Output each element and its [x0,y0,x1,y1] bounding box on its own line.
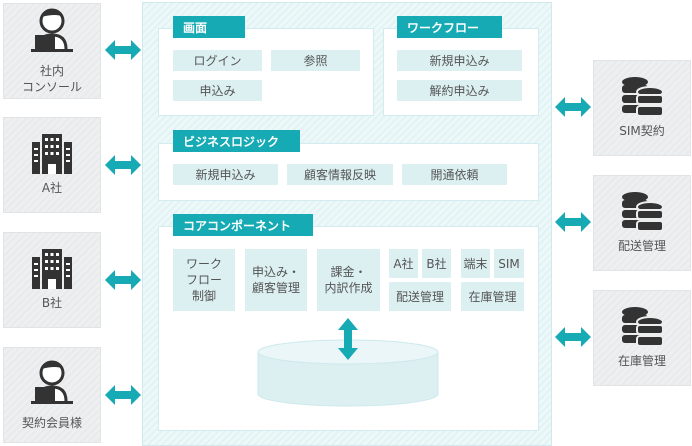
business-item-new: 新規申込み [173,164,278,185]
database-icon [620,77,664,117]
core-title: コアコンポーネント [173,214,313,236]
external-internal-console: 社内 コンソール [3,3,101,99]
core-item-company-a: A社 [389,249,418,278]
external-company-b: B社 [3,232,101,328]
database-icon [620,192,664,232]
building-icon [32,249,72,289]
external-delivery: 配送管理 [593,175,691,271]
external-member: 契約会員様 [3,347,101,443]
business-item-customer: 顧客情報反映 [287,164,393,185]
bidirectional-arrow-icon [105,155,141,175]
label: A社 [41,181,63,195]
vertical-arrow-icon [338,318,358,360]
screen-panel [158,28,374,116]
bidirectional-arrow-icon [105,385,141,405]
core-item-company-b: B社 [422,249,451,278]
core-item-sim: SIM [494,249,524,278]
database-cylinder-icon [257,318,439,407]
bidirectional-arrow-icon [105,40,141,60]
workflow-item-cancel: 解約申込み [397,80,522,101]
label: 社内 コンソール [21,64,82,94]
bidirectional-arrow-icon [105,270,141,290]
workflow-panel [383,28,539,116]
label: B社 [41,296,63,310]
workflow-item-new: 新規申込み [397,50,522,71]
workflow-title: ワークフロー [397,16,502,38]
bidirectional-arrow-icon [555,327,591,347]
bidirectional-arrow-icon [555,212,591,232]
core-item-workflow: ワーク フロー 制御 [173,249,235,311]
label: 配送管理 [617,239,666,253]
external-company-a: A社 [3,117,101,213]
label: 在庫管理 [617,354,666,368]
building-icon [32,134,72,174]
screen-title: 画面 [173,16,245,38]
database-icon [620,307,664,347]
external-sim-contract: SIM契約 [593,60,691,156]
business-title: ビジネスロジック [173,130,300,152]
core-item-billing: 課金・ 内訳作成 [317,249,380,311]
core-item-customer: 申込み・ 顧客管理 [245,249,307,311]
screen-item-apply: 申込み [173,80,262,101]
business-item-activation: 開通依頼 [402,164,507,185]
bidirectional-arrow-icon [555,97,591,117]
external-inventory: 在庫管理 [593,290,691,386]
screen-item-view: 参照 [271,50,360,71]
label: 契約会員様 [21,416,82,430]
screen-item-login: ログイン [173,50,262,71]
core-item-inventory: 在庫管理 [461,282,524,311]
person-laptop-icon [27,7,77,57]
core-item-delivery: 配送管理 [389,282,451,311]
label: SIM契約 [619,124,665,138]
core-item-device: 端末 [461,249,490,278]
person-laptop-icon [27,359,77,409]
